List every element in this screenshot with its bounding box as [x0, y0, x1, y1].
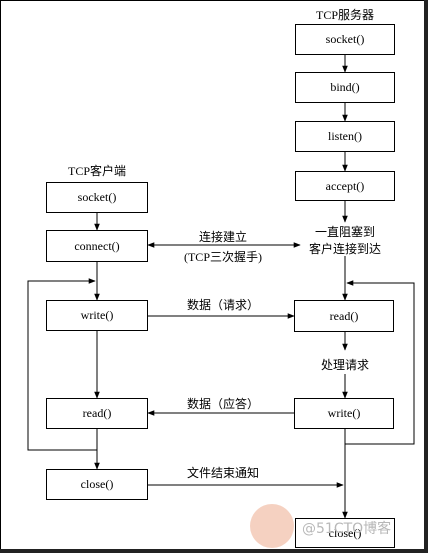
watermark-logo-icon	[250, 504, 294, 548]
server-close-box: close()	[295, 518, 395, 548]
frame-bottom-edge	[0, 549, 428, 553]
client-read-box: read()	[46, 398, 148, 429]
server-loop-line	[344, 280, 415, 445]
server-block-line2: 客户连接到达	[308, 242, 381, 256]
watermark: @51CTO博客	[250, 504, 420, 550]
server-listen-box: listen()	[295, 121, 395, 152]
server-write-box: write()	[294, 398, 394, 429]
server-title: TCP服务器	[315, 8, 374, 22]
establish-label-line2: (TCP三次握手)	[183, 250, 262, 264]
client-close-box: close()	[46, 469, 148, 500]
client-write-box: write()	[46, 300, 148, 331]
data-request-label: 数据（请求）	[186, 298, 259, 312]
server-bind-box: bind()	[295, 72, 395, 103]
client-connect-box: connect()	[46, 230, 148, 262]
data-response-label: 数据（应答）	[186, 397, 259, 411]
watermark-text: @51CTO博客	[302, 521, 392, 537]
client-socket-box: socket()	[46, 182, 148, 213]
server-accept-box: accept()	[295, 171, 395, 201]
server-block-line1: 一直阻塞到	[314, 225, 375, 239]
establish-label-line1: 连接建立	[198, 230, 247, 244]
frame-right-edge	[424, 0, 428, 553]
server-socket-box: socket()	[295, 24, 395, 55]
server-read-box: read()	[294, 300, 394, 332]
client-title: TCP客户端	[67, 164, 126, 178]
eof-notify-label: 文件结束通知	[186, 466, 259, 480]
client-loop-line	[27, 278, 98, 451]
server-process-label: 处理请求	[320, 358, 369, 372]
